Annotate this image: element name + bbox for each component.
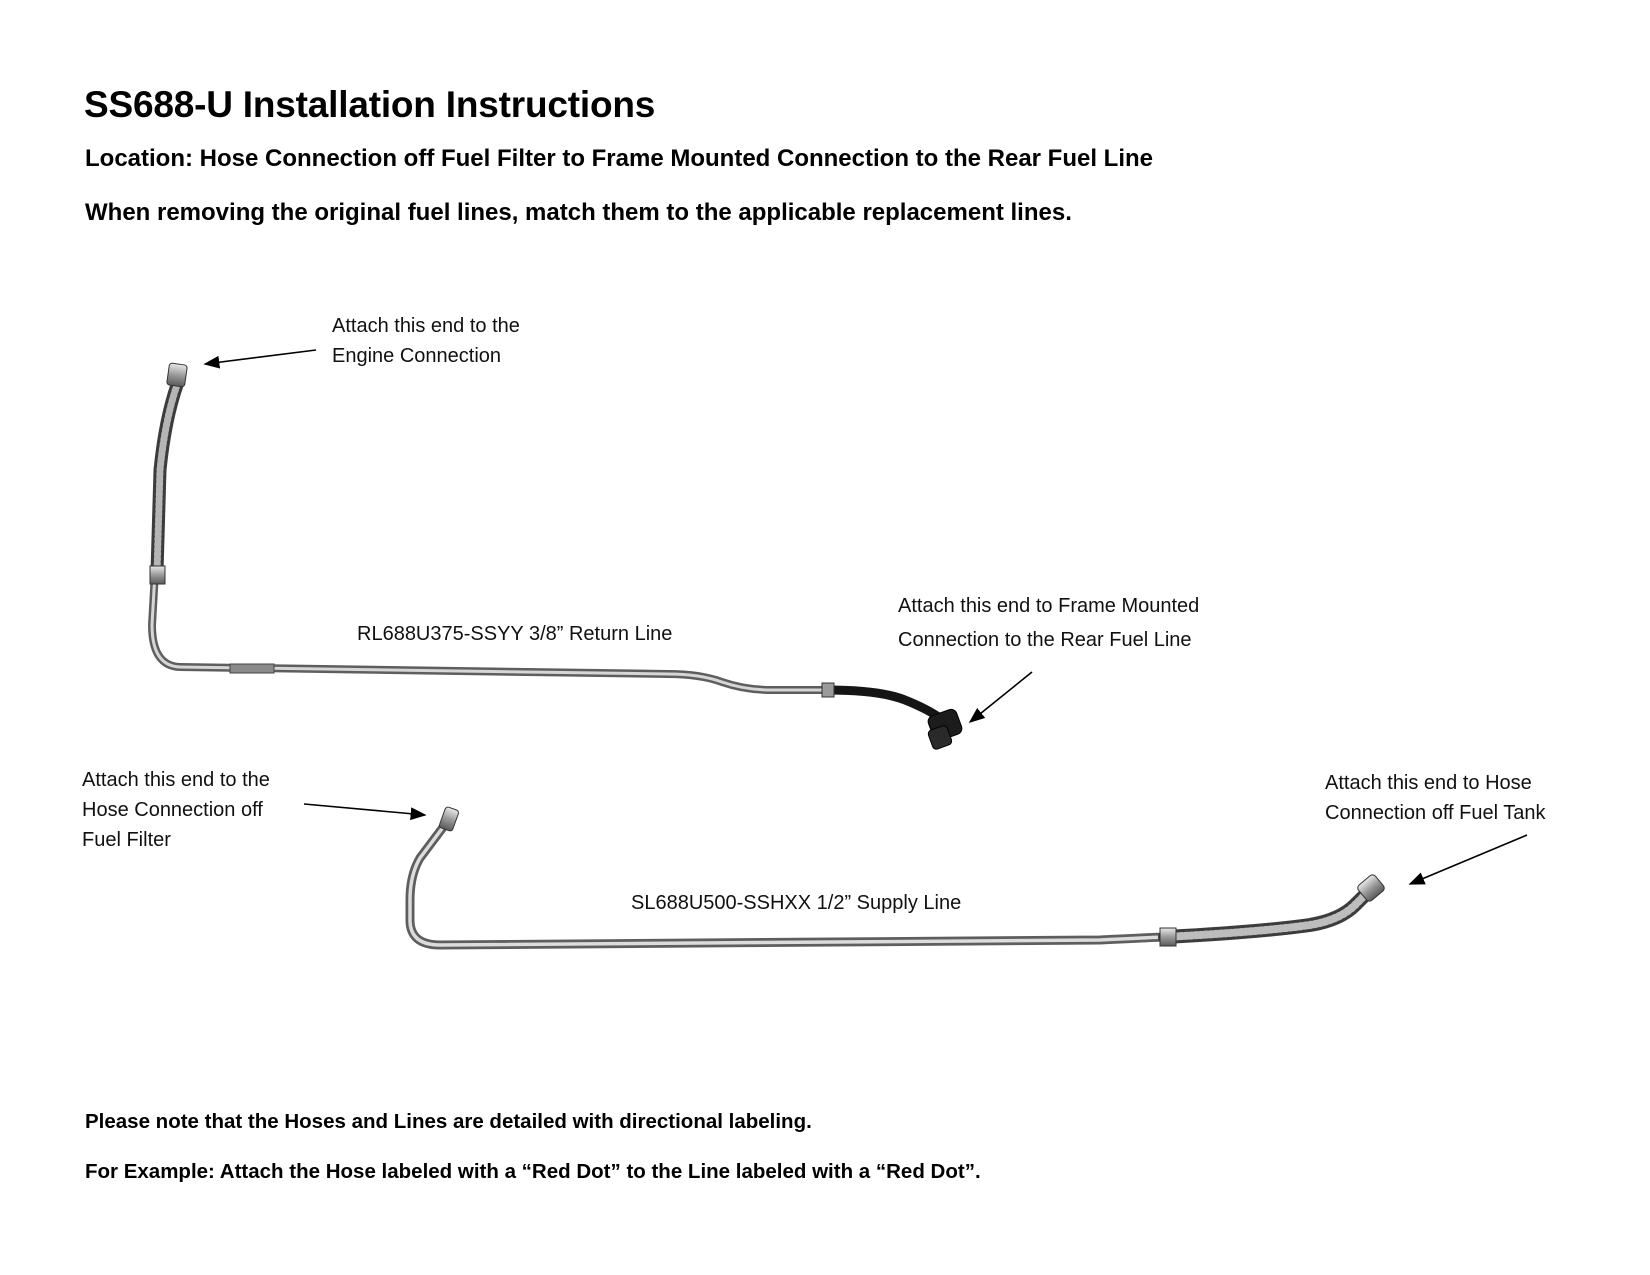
location-subtitle: Location: Hose Connection off Fuel Filte… [85,145,1154,172]
callout-fuel-tank: Attach this end to Hose Connection off F… [1325,772,1546,824]
return-line-label-sticker [229,663,275,674]
arrow-fuel-filter [303,803,427,821]
return-line-engine-fitting [166,362,188,388]
supply-line-part-label: SL688U500-SSHXX 1/2” Supply Line [631,892,962,914]
callout-engine-connection: Attach this end to the Engine Connection [332,315,520,367]
supply-line-tube [405,813,1170,950]
intro-instruction: When removing the original fuel lines, m… [85,199,1072,226]
arrow-frame-connection [968,671,1033,724]
return-line-crimp [149,565,166,585]
return-line-part-label: RL688U375-SSYY 3/8” Return Line [357,623,673,645]
return-line-nylon-hose [822,685,942,721]
callout-frame-connection: Attach this end to Frame Mounted Connect… [898,595,1200,651]
page-title: SS688-U Installation Instructions [84,84,656,125]
supply-line-filter-fitting [439,806,459,832]
note-directional-labeling: Please note that the Hoses and Lines are… [85,1110,812,1133]
arrow-fuel-tank [1408,834,1528,885]
callout-fuel-filter: Attach this end to the Hose Connection o… [82,769,270,851]
return-line-quick-connect [927,708,963,750]
supply-line-crimp [1159,927,1177,947]
return-line-illustration [148,362,963,750]
supply-line-illustration [405,806,1385,950]
note-red-dot-example: For Example: Attach the Hose labeled wit… [85,1160,981,1183]
supply-line-tank-fitting [1357,874,1385,902]
arrow-engine-connection [203,349,317,369]
